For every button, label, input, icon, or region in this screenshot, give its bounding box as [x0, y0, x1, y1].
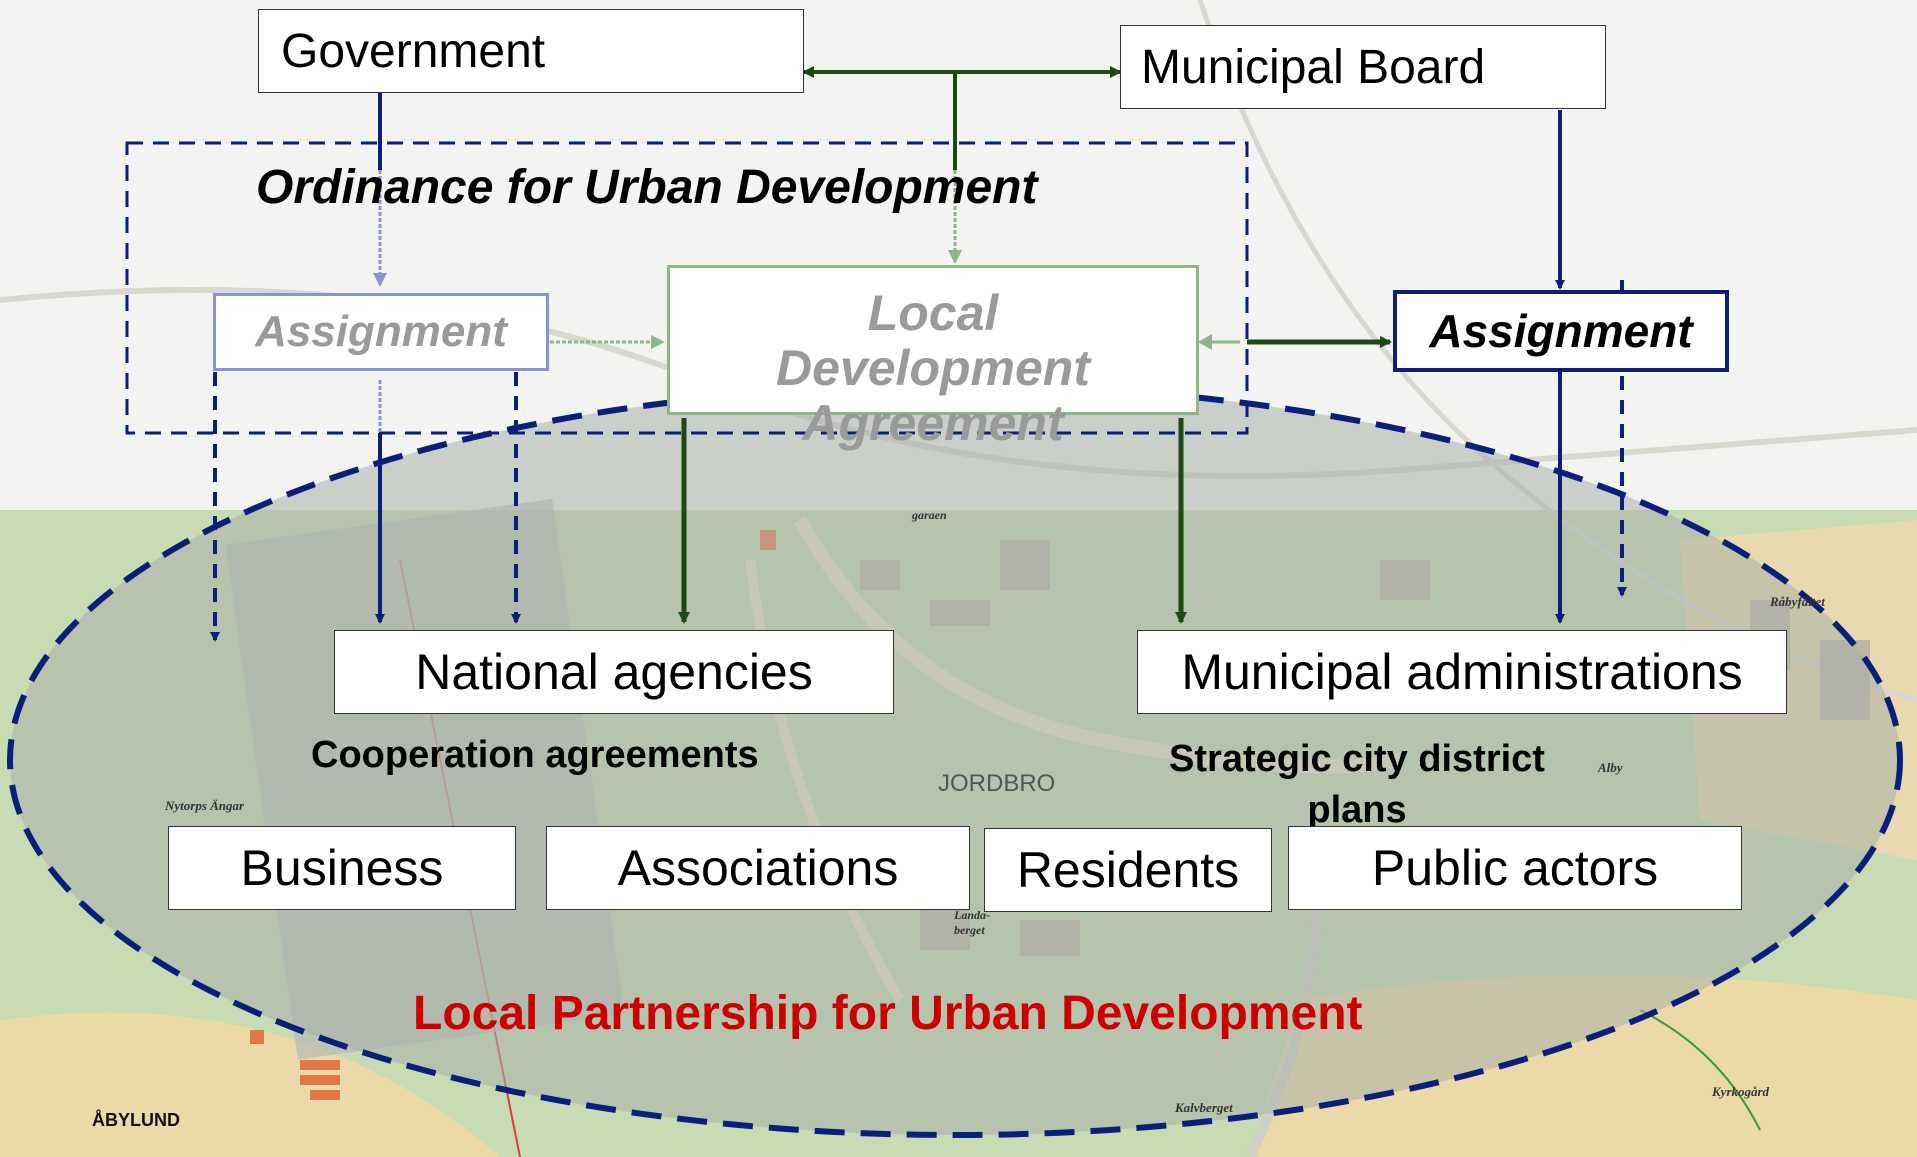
government-label: Government — [281, 24, 546, 78]
ordinance-title: Ordinance for Urban Development — [256, 161, 1038, 214]
cooperation-agreements-label: Cooperation agreements — [311, 734, 759, 776]
local-development-label: Local Development Agreement — [776, 285, 1090, 451]
assignment-left-label: Assignment — [255, 307, 507, 356]
local-development-box: Local Development Agreement — [667, 265, 1199, 451]
associations-box: Associations — [546, 826, 970, 910]
map-label-raby: Råbyfältet — [1770, 594, 1825, 609]
residents-label: Residents — [1016, 842, 1240, 898]
government-box: Government — [258, 9, 804, 93]
municipal-board-box: Municipal Board — [1120, 25, 1606, 109]
strategic-plans-label: Strategic city district plans — [1169, 738, 1545, 832]
municipal-administrations-box: Municipal administrations — [1137, 630, 1787, 714]
business-box: Business — [168, 826, 516, 910]
partnership-title: Local Partnership for Urban Development — [413, 987, 1363, 1040]
map-label-nytorp: Nytorps Ängar — [165, 798, 245, 813]
map-label-garaen: garaen — [912, 508, 947, 522]
agreement-overlay — [795, 414, 1075, 464]
ordinance-frame — [125, 141, 1249, 435]
map-label-kyrkogard: Kyrkogård — [1712, 1084, 1770, 1099]
map-label-alby: Alby — [1598, 760, 1623, 775]
map-label-landa: Landa-berget — [954, 908, 990, 937]
national-agencies-box: National agencies — [334, 630, 894, 714]
municipal-administrations-label: Municipal administrations — [1181, 644, 1743, 700]
municipal-board-label: Municipal Board — [1141, 40, 1486, 94]
assignment-right-label: Assignment — [1429, 305, 1693, 357]
national-agencies-label: National agencies — [415, 644, 813, 700]
business-label: Business — [240, 840, 444, 896]
map-label-jordbro: JORDBRO — [938, 770, 1056, 797]
associations-label: Associations — [617, 840, 899, 896]
residents-box: Residents — [984, 828, 1272, 912]
public-actors-box: Public actors — [1288, 826, 1742, 910]
assignment-right-box: Assignment — [1393, 290, 1729, 372]
map-label-kalvberget: Kalvberget — [1175, 1100, 1233, 1115]
public-actors-label: Public actors — [1371, 840, 1659, 896]
map-label-abylund: ÅBYLUND — [92, 1110, 180, 1130]
partnership-ellipse — [7, 382, 1903, 1138]
assignment-left-box: Assignment — [213, 293, 549, 371]
